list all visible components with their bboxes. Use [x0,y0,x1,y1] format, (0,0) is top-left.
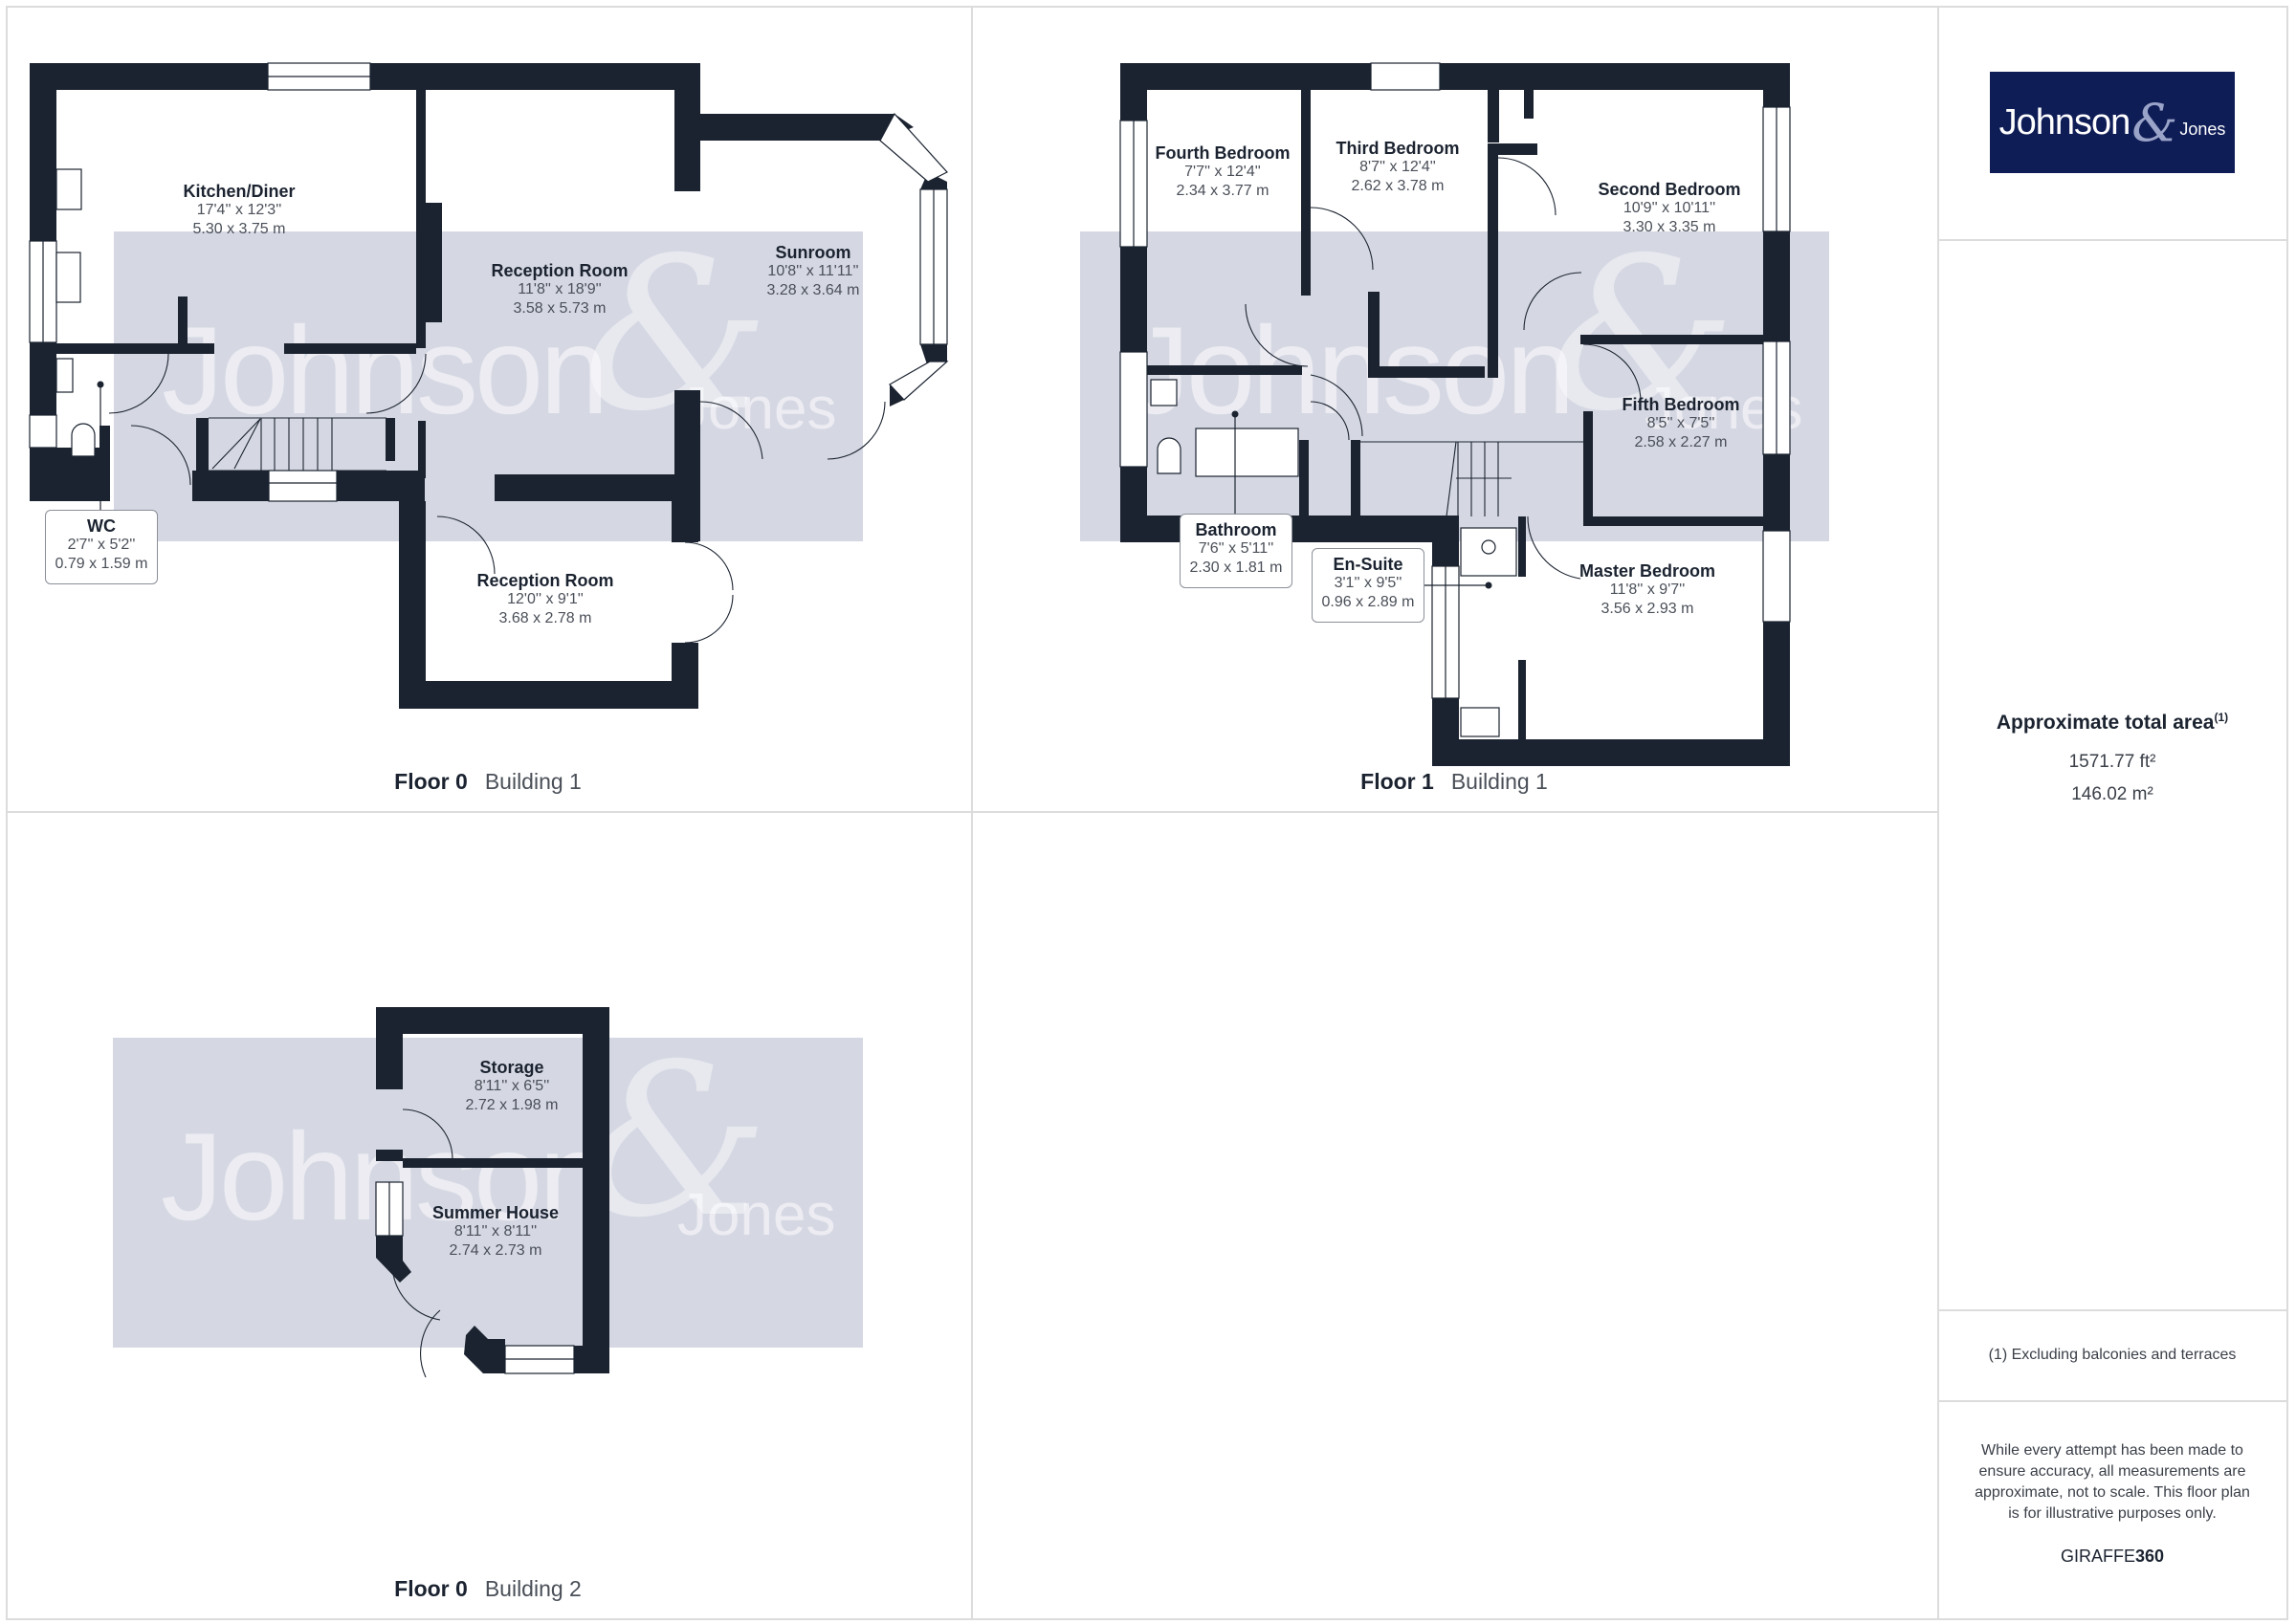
room-label-third-bedroom: Third Bedroom 8'7'' x 12'4'' 2.62 x 3.78… [1336,139,1460,194]
room-label-bathroom: Bathroom 7'6'' x 5'11'' 2.30 x 1.81 m [1180,514,1292,588]
watermark-jones: Jones [678,376,837,442]
sidebar-divider-3 [1938,1400,2287,1402]
room-label-master-bedroom: Master Bedroom 11'8'' x 9'7'' 3.56 x 2.9… [1578,561,1716,617]
sidebar-divider-1 [1938,239,2287,241]
room-label-second-bedroom: Second Bedroom 10'9'' x 10'11'' 3.30 x 3… [1598,180,1741,235]
panel-empty [971,811,1939,1620]
company-logo: Johnson & Jones [1990,72,2235,173]
watermark-text: Johnson [162,300,608,440]
watermark-band-floor0: Johnson & Jones [114,231,863,541]
room-label-reception-room-2: Reception Room 12'0'' x 9'1'' 3.68 x 2.7… [476,571,614,626]
room-label-fifth-bedroom: Fifth Bedroom 8'5'' x 7'5'' 2.58 x 2.27 … [1622,395,1740,450]
sidebar-panel [1937,6,2288,1620]
room-label-reception-room-1: Reception Room 11'8'' x 18'9'' 3.58 x 5.… [491,261,629,317]
giraffe360-brand: GIRAFFE360 [2060,1547,2165,1566]
area-footnote: (1) Excluding balconies and terraces [1988,1347,2237,1363]
area-ft2: 1571.77 ft² [2068,752,2156,772]
room-label-storage: Storage 8'11'' x 6'5'' 2.72 x 1.98 m [465,1058,559,1113]
watermark-jones: Jones [677,1182,836,1248]
room-label-summer-house: Summer House 8'11'' x 8'11'' 2.74 x 2.73… [431,1203,560,1259]
room-label-kitchen-diner: Kitchen/Diner 17'4'' x 12'3'' 5.30 x 3.7… [183,182,296,237]
area-title: Approximate total area(1) [1996,711,2229,734]
room-label-fourth-bedroom: Fourth Bedroom 7'7'' x 12'4'' 2.34 x 3.7… [1155,143,1291,199]
room-label-sunroom: Sunroom 10'8'' x 11'11'' 3.28 x 3.64 m [766,243,860,298]
disclaimer-text: While every attempt has been made to ens… [1975,1442,2250,1522]
watermark-amp: & [582,1038,769,1263]
room-label-wc: WC 2'7'' x 5'2'' 0.79 x 1.59 m [45,510,158,584]
area-m2: 146.02 m² [2071,784,2153,804]
room-label-en-suite: En-Suite 3'1'' x 9'5'' 0.96 x 2.89 m [1312,548,1424,623]
sidebar-divider-2 [1938,1309,2287,1311]
